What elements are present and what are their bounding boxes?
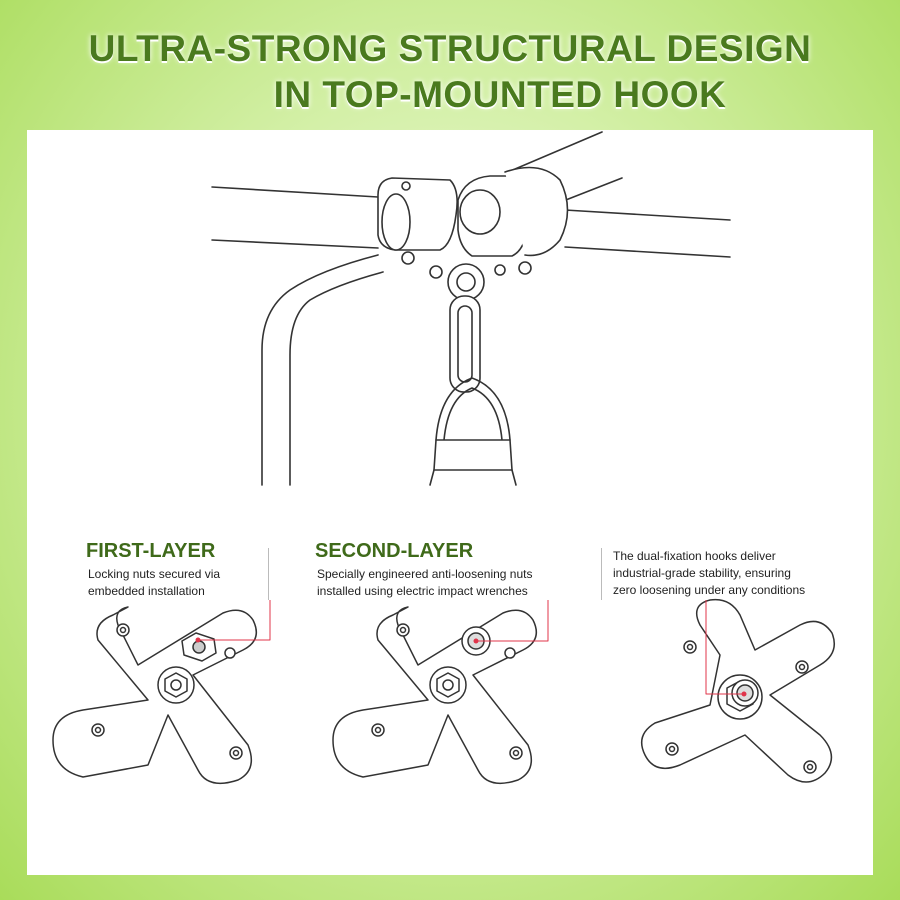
callout-leaders xyxy=(195,600,747,697)
second-layer-desc-1: Specially engineered anti-loosening nuts xyxy=(317,567,533,581)
swivel-ring xyxy=(447,263,485,301)
dual-fixation-desc-1: The dual-fixation hooks deliver xyxy=(613,549,776,563)
right-clamp xyxy=(457,166,569,276)
divider-1 xyxy=(268,548,269,600)
left-clamp xyxy=(377,177,458,279)
title-line-1: ULTRA-STRONG STRUCTURAL DESIGN xyxy=(88,28,812,69)
first-layer-desc-2: embedded installation xyxy=(88,584,205,598)
divider-2 xyxy=(601,548,602,600)
second-layer-desc-2: installed using electric impact wrenches xyxy=(317,584,528,598)
carabiner xyxy=(449,295,481,393)
second-layer-heading: SECOND-LAYER xyxy=(315,540,474,562)
first-layer-heading: FIRST-LAYER xyxy=(86,540,216,562)
dual-fixation-desc-3: zero loosening under any conditions xyxy=(613,583,806,597)
frame-leg xyxy=(261,254,379,486)
bracket-plate-dual-fixation xyxy=(640,598,835,783)
diagram-panel xyxy=(27,130,873,875)
strap-loop xyxy=(429,377,517,486)
frame-bars xyxy=(211,131,731,258)
bracket-plate-second-layer xyxy=(332,606,538,785)
dual-fixation-desc-2: industrial-grade stability, ensuring xyxy=(613,566,791,580)
first-layer-desc-1: Locking nuts secured via xyxy=(88,567,221,581)
title-line-2: IN TOP-MOUNTED HOOK xyxy=(273,74,727,115)
bracket-plate-first-layer xyxy=(52,606,258,785)
